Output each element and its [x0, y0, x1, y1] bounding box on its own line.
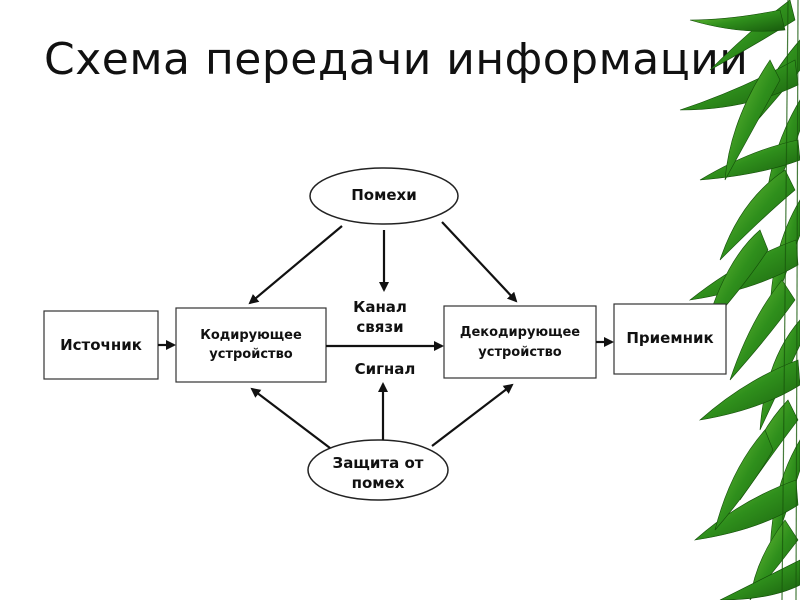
arrow-noise-to-encoder	[248, 225, 343, 305]
noise-label: Помехи	[351, 186, 416, 204]
receiver-node: Приемник	[613, 303, 727, 375]
arrow-protection-to-decoder	[431, 383, 514, 447]
protection-label-line1: Защита от	[333, 454, 424, 472]
noise-node: Помехи	[309, 167, 459, 225]
protection-node: Защита от помех	[307, 439, 449, 501]
slide-title: Схема передачи информации	[44, 34, 749, 85]
signal-label: Сигнал	[355, 360, 416, 378]
channel-label-line1: Канал	[353, 298, 407, 316]
arrow-noise-to-decoder	[441, 221, 518, 303]
protection-label-line2: помех	[352, 474, 405, 492]
channel-label-line2: связи	[356, 318, 403, 336]
bamboo-leaves-decoration	[679, 0, 800, 600]
encoder-label-line2: устройство	[209, 347, 293, 362]
decoder-label-line1: Декодирующее	[460, 325, 580, 340]
encoder-label-line1: Кодирующее	[200, 328, 302, 343]
encoder-node: Кодирующее устройство	[175, 307, 327, 383]
decoder-label-line2: устройство	[478, 345, 562, 360]
arrow-protection-to-encoder	[250, 387, 331, 449]
decoder-node: Декодирующее устройство	[443, 305, 597, 379]
source-node: Источник	[43, 310, 159, 380]
receiver-label: Приемник	[626, 329, 713, 347]
source-label: Источник	[60, 336, 142, 354]
